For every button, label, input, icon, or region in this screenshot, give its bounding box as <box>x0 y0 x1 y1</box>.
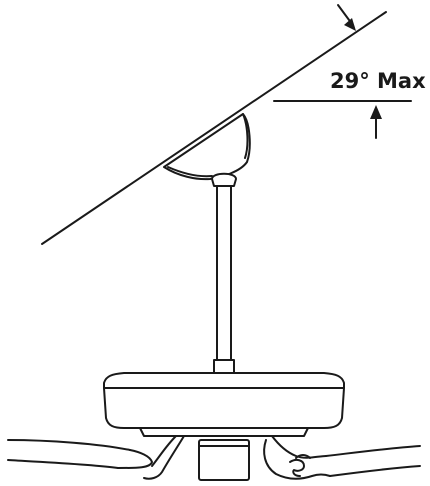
canopy <box>163 113 251 181</box>
sloped-ceiling-line <box>41 11 387 245</box>
left-fan-blade <box>7 439 153 469</box>
max-angle-label: 29° Max <box>330 69 426 93</box>
right-fan-blade <box>263 439 421 480</box>
ball-joint <box>211 172 237 187</box>
right-blade-arm <box>263 435 327 459</box>
motor-housing-bottom <box>139 427 309 437</box>
reference-arrow-head <box>370 105 382 119</box>
downrod <box>216 185 232 361</box>
left-blade-arm <box>143 435 185 480</box>
downrod-coupler <box>213 359 235 375</box>
motor-housing-top <box>103 372 345 389</box>
ceiling-arrow-head <box>344 18 356 31</box>
motor-housing <box>103 387 345 429</box>
switch-housing <box>198 439 250 481</box>
